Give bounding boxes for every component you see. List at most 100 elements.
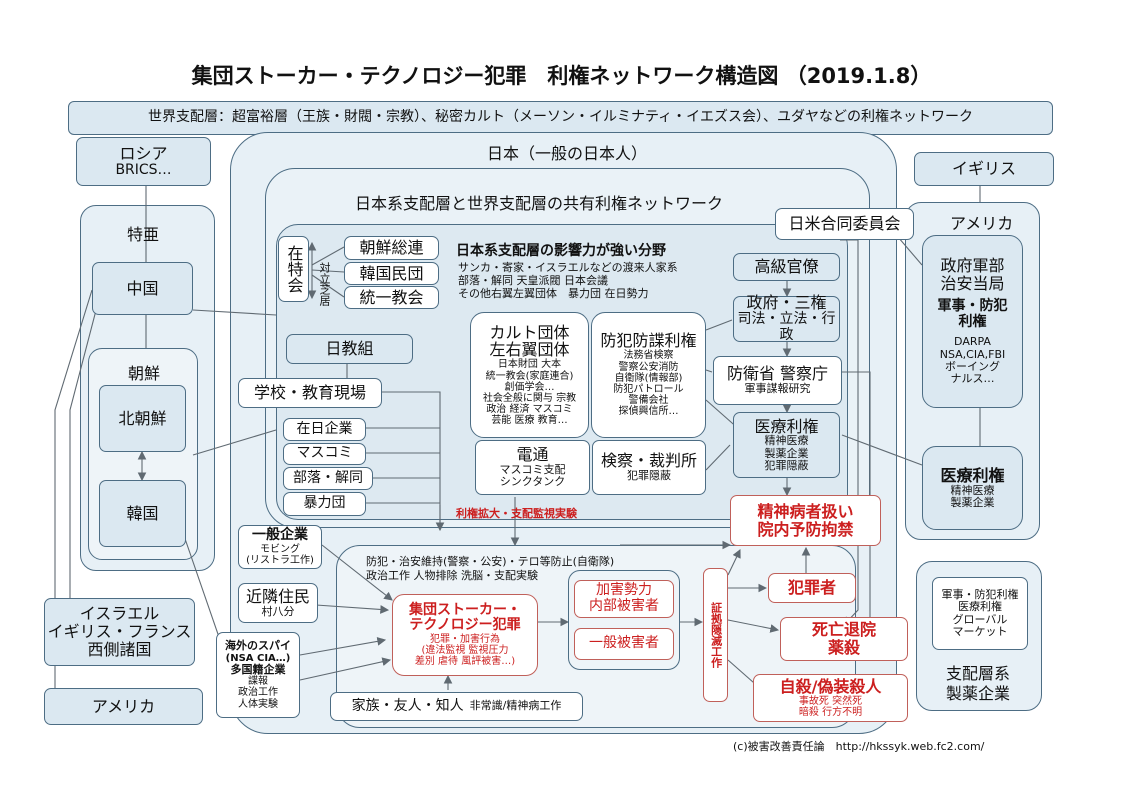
- cult-line-4: 社会全般に関与 宗教: [482, 392, 577, 404]
- china-box: 中国: [92, 262, 193, 315]
- us-iryo-title: 医療利権: [940, 465, 1005, 485]
- family-title: 家族・友人・知人: [351, 697, 464, 714]
- cult-line-6: 芸能 医療 教育…: [491, 415, 568, 427]
- left-america-label: アメリカ: [91, 696, 156, 716]
- touitsu-label: 統一教会: [359, 287, 424, 307]
- shouko-box: 証拠隠滅工作: [703, 568, 728, 702]
- cult-line-3: 創価学会…: [504, 381, 555, 393]
- kinrin-sub: 村八分: [261, 604, 295, 618]
- family-sub: 非常識/精神病工作: [469, 699, 562, 713]
- mindan-label: 韓国民団: [359, 263, 424, 283]
- zainichi-box: 在特会: [278, 236, 309, 302]
- kaigai-line-3: 多国籍企業: [230, 662, 286, 676]
- cult-line-5: 政治 経済 マスコミ: [486, 404, 573, 416]
- korea-group-label: 朝鮮: [128, 364, 161, 383]
- network-label: 日本系支配層と世界支配層の共有利権ネットワーク: [355, 194, 724, 213]
- usgov-line-4: ナルス…: [950, 372, 995, 386]
- touitsu-box: 統一教会: [344, 286, 439, 309]
- ippan-kigyo-box: 一般企業 モビング (リストラ工作): [238, 525, 322, 569]
- influence-line-1: サンカ・寄家・イスラエルなどの渡来人家系: [458, 261, 678, 274]
- world-elite-banner: 世界支配層：超富裕層（王族・財閥・宗教）、秘密カルト（メーソン・イルミナティ・イ…: [68, 101, 1053, 135]
- west-line-1: イスラエル: [79, 604, 160, 624]
- kensatsu-box: 検察・裁判所 犯罪隠蔽: [592, 440, 706, 495]
- bouhan-line-1: 法務省検察: [623, 350, 674, 362]
- soren-label: 朝鮮総連: [359, 238, 424, 258]
- shibou-line-1: 死亡退院: [811, 620, 876, 640]
- seifu-title: 政府・三権: [746, 293, 827, 313]
- iryo-box: 医療利権 精神医療 製薬企業 犯罪隠蔽: [733, 412, 840, 478]
- tokua-label: 特亜: [127, 225, 160, 244]
- world-elite-text: 世界支配層：超富裕層（王族・財閥・宗教）、秘密カルト（メーソン・イルミナティ・イ…: [147, 109, 974, 126]
- russia-box: ロシア BRICS…: [76, 137, 211, 186]
- uk-label: イギリス: [951, 159, 1016, 179]
- koukyu-box: 高級官僚: [733, 253, 840, 281]
- jisatsu-line-2: 暗殺 行方不明: [798, 706, 863, 718]
- kagai-seiryoku-2: 内部被害者: [589, 598, 659, 614]
- buraku-label: 部落・解同: [293, 469, 363, 486]
- iryo-title: 医療利権: [754, 416, 819, 436]
- jisatsu-title: 自殺/偽装殺人: [779, 676, 882, 696]
- dentsu-title: 電通: [516, 445, 549, 465]
- usgov-sub-1: 軍事・防犯: [937, 298, 1008, 315]
- us-iryo-box: 医療利権 精神医療 製薬企業: [922, 446, 1023, 530]
- gang-line-3: 差別 虐待 風評被害…): [414, 656, 516, 668]
- usgov-line-3: ボーイング: [945, 360, 1000, 374]
- pharma-footer-1: 支配層系: [946, 664, 1011, 683]
- shouko-label: 証拠隠滅工作: [709, 602, 723, 668]
- usgov-sub-2: 利権: [958, 313, 987, 330]
- hanzaisha-box: 犯罪者: [768, 573, 856, 603]
- iryo-line-2: 製薬企業: [764, 446, 809, 460]
- school-box: 学校・教育現場: [238, 378, 382, 408]
- buraku-box: 部落・解同: [283, 467, 373, 490]
- bouhan-line-5: 警備会社: [628, 395, 669, 407]
- pharma-footer-2: 製薬企業: [946, 684, 1011, 703]
- west-box: イスラエル イギリス・フランス 西側諸国: [44, 598, 195, 666]
- cult-title-1: カルト団体: [489, 322, 570, 342]
- pharma-line-1: 軍事・防犯利権: [941, 587, 1019, 601]
- jisatsu-line-1: 事故死 突然死: [798, 695, 863, 707]
- uk-box: イギリス: [914, 152, 1054, 186]
- kinrin-title: 近隣住民: [245, 586, 310, 606]
- west-line-3: 西側諸国: [87, 639, 152, 659]
- cult-title-2: 左右翼団体: [489, 340, 570, 360]
- seishin-line-2: 院内予防拘禁: [757, 519, 854, 539]
- west-line-2: イギリス・フランス: [47, 622, 192, 642]
- kaigai-line-2: (NSA CIA…): [225, 652, 291, 664]
- boueisho-title: 防衛省 警察庁: [726, 364, 829, 384]
- nichibei-label: 日米合同委員会: [788, 214, 901, 234]
- zainichi-label: 在特会: [284, 245, 304, 293]
- china-label: 中国: [126, 278, 159, 298]
- bouhan-box: 防犯防諜利権 法務省検察 警察公安消防 自衛隊(情報部) 防犯パトロール 警備会…: [591, 312, 706, 438]
- kaigai-box: 海外のスパイ (NSA CIA…) 多国籍企業 諜報 政治工作 人体実験: [216, 632, 300, 718]
- nikkyoso-label: 日教組: [325, 339, 374, 359]
- boueisho-sub: 軍事謀報研究: [744, 382, 811, 396]
- bouryokudan-box: 暴力団: [283, 492, 366, 516]
- kensatsu-sub: 犯罪隠蔽: [627, 469, 671, 483]
- shibou-line-2: 薬殺: [827, 638, 860, 657]
- family-box: 家族・友人・知人 非常識/精神病工作: [330, 692, 583, 721]
- ippan-kigyo-line-2: (リストラ工作): [246, 554, 314, 566]
- pharma-box: 軍事・防犯利権 医療利権 グローバル マーケット: [932, 577, 1028, 650]
- seifu-box: 政府・三権 司法・立法・行政: [733, 293, 840, 343]
- kaigai-sub-1: 諜報: [248, 676, 268, 688]
- kaigai-sub-3: 人体実験: [238, 698, 278, 710]
- koukyu-label: 高級官僚: [754, 257, 819, 277]
- us-iryo-line-1: 精神医療: [950, 483, 995, 497]
- shibou-box: 死亡退院 薬殺: [780, 617, 908, 661]
- kakudai-label: 利権拡大・支配監視実験: [456, 507, 577, 520]
- gang-title-2: テクノロジー犯罪: [409, 617, 521, 634]
- dentsu-line-1: マスコミ支配: [499, 463, 566, 477]
- bouhan-note-2: 政治工作 人物排除 洗脳・支配実験: [366, 569, 538, 582]
- taiji-label: 対立芝居: [318, 262, 331, 306]
- dentsu-line-2: シンクタンク: [499, 475, 566, 489]
- influence-line-2: 部落・解同 天皇派閥 日本会議: [458, 274, 608, 287]
- bouhan-line-4: 防犯パトロール: [613, 383, 684, 395]
- ippan-kigyo-line-1: モビング: [260, 543, 300, 555]
- ippan-kigyo-title: 一般企業: [252, 526, 308, 543]
- masukomi-label: マスコミ: [296, 445, 353, 462]
- gang-title-1: 集団ストーカー・: [409, 601, 521, 618]
- kaigai-sub-2: 政治工作: [238, 687, 278, 699]
- mindan-box: 韓国民団: [344, 262, 439, 285]
- pharma-line-3: グローバル: [952, 612, 1008, 626]
- japan-label: 日本（一般の日本人）: [487, 144, 648, 163]
